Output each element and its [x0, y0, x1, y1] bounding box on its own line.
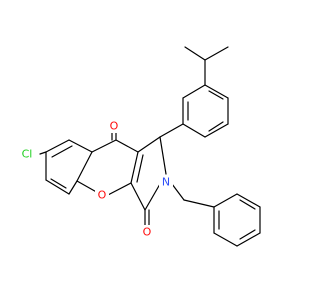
- atom-o-ring: O: [98, 189, 107, 202]
- atom-labels: O O O Cl N: [16, 119, 173, 239]
- atom-o-lactam: O: [143, 226, 152, 239]
- molecule-structure: O O O Cl N: [16, 46, 261, 247]
- atom-n: N: [162, 176, 170, 189]
- atom-o-ketone: O: [110, 120, 119, 133]
- bond-lines: [39, 46, 261, 247]
- atom-cl: Cl: [22, 148, 33, 161]
